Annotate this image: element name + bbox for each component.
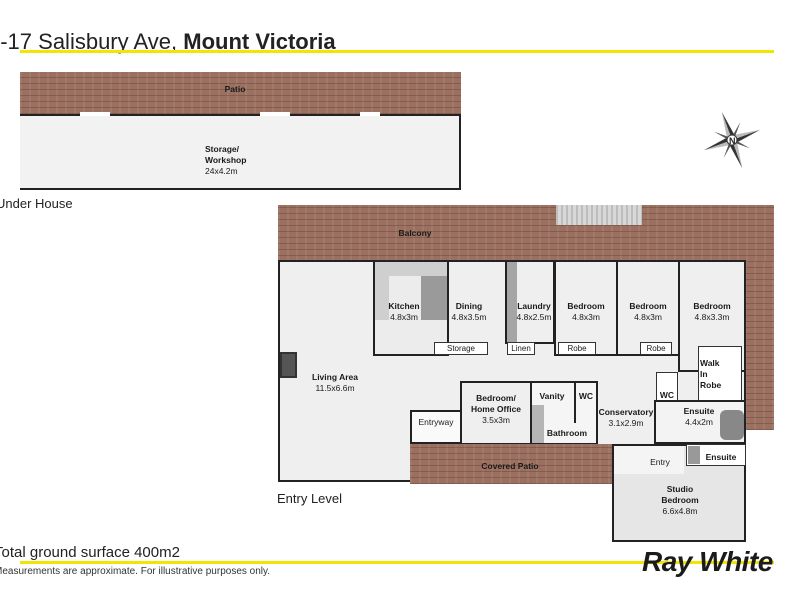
storage-workshop-label: Storage/ Workshop 24x4.2m bbox=[205, 144, 247, 176]
storage-label: Storage bbox=[446, 344, 476, 353]
under-house-level-label: Under House bbox=[0, 196, 73, 211]
conservatory-label: Conservatory 3.1x2.9m bbox=[598, 407, 654, 428]
ensuite-1-label: Ensuite 4.4x2m bbox=[683, 406, 715, 427]
bedroom-1-room bbox=[554, 260, 618, 356]
covered-patio-area bbox=[410, 444, 636, 484]
disclaimer-text: Measurements are approximate. For illust… bbox=[0, 566, 271, 577]
living-area-label: Living Area 11.5x6.6m bbox=[312, 372, 358, 393]
entry-label: Entry bbox=[650, 457, 670, 467]
home-office-label: Bedroom/ Home Office 3.5x3m bbox=[470, 393, 522, 425]
wc-1-label: WC bbox=[578, 391, 594, 401]
walk-in-robe-label: Walk In Robe bbox=[700, 358, 722, 390]
address-suburb: Mount Victoria bbox=[183, 29, 336, 54]
robe-1 bbox=[558, 342, 596, 355]
robe-2 bbox=[640, 342, 672, 355]
robe-2-label: Robe bbox=[646, 344, 666, 353]
entryway-room bbox=[410, 410, 462, 444]
address-street: 5-17 Salisbury Ave, bbox=[0, 29, 184, 54]
balcony-area bbox=[278, 205, 774, 262]
vanity-label: Vanity bbox=[539, 391, 565, 401]
bedroom-1-label: Bedroom 4.8x3m bbox=[567, 301, 605, 322]
stairs bbox=[556, 205, 642, 225]
dining-label: Dining 4.8x3.5m bbox=[451, 301, 487, 322]
wc-2-label: WC bbox=[659, 390, 675, 400]
entryway-label: Entryway bbox=[418, 417, 454, 427]
balcony-label: Balcony bbox=[398, 228, 432, 238]
ray-white-logo: Ray White bbox=[642, 546, 773, 577]
ensuite-2-label: Ensuite bbox=[705, 452, 737, 462]
ground-surface-text: Total ground surface 400m2 bbox=[0, 544, 180, 561]
bedroom-3-label: Bedroom 4.8x3.3m bbox=[693, 301, 731, 322]
storage-workshop-room bbox=[20, 114, 461, 190]
east-deck-area bbox=[745, 262, 774, 430]
linen-label: Linen bbox=[511, 344, 531, 353]
fireplace-icon bbox=[280, 352, 297, 378]
covered-patio-label: Covered Patio bbox=[481, 461, 539, 471]
patio-area bbox=[20, 72, 461, 114]
patio-label: Patio bbox=[224, 84, 246, 94]
laundry-label: Laundry 4.8x2.5m bbox=[516, 301, 552, 322]
entry-level-label: Entry Level bbox=[277, 491, 343, 506]
ensuite-2-room bbox=[686, 444, 746, 466]
compass-rose-icon: N bbox=[698, 106, 766, 174]
studio-bedroom-label: Studio Bedroom 6.6x4.8m bbox=[661, 484, 699, 516]
bedroom-2-label: Bedroom 4.8x3m bbox=[629, 301, 667, 322]
linen-cupboard bbox=[507, 342, 535, 355]
robe-1-label: Robe bbox=[567, 344, 587, 353]
bathroom-label: Bathroom bbox=[546, 428, 588, 438]
entry-hall bbox=[614, 446, 684, 474]
svg-text:N: N bbox=[729, 136, 736, 146]
kitchen-label: Kitchen 4.8x3m bbox=[388, 301, 420, 322]
storage-cupboard bbox=[434, 342, 488, 355]
page-title: 5-17 Salisbury Ave, Mount Victoria bbox=[0, 29, 336, 55]
footer-underline bbox=[20, 561, 774, 564]
title-underline bbox=[20, 50, 774, 53]
